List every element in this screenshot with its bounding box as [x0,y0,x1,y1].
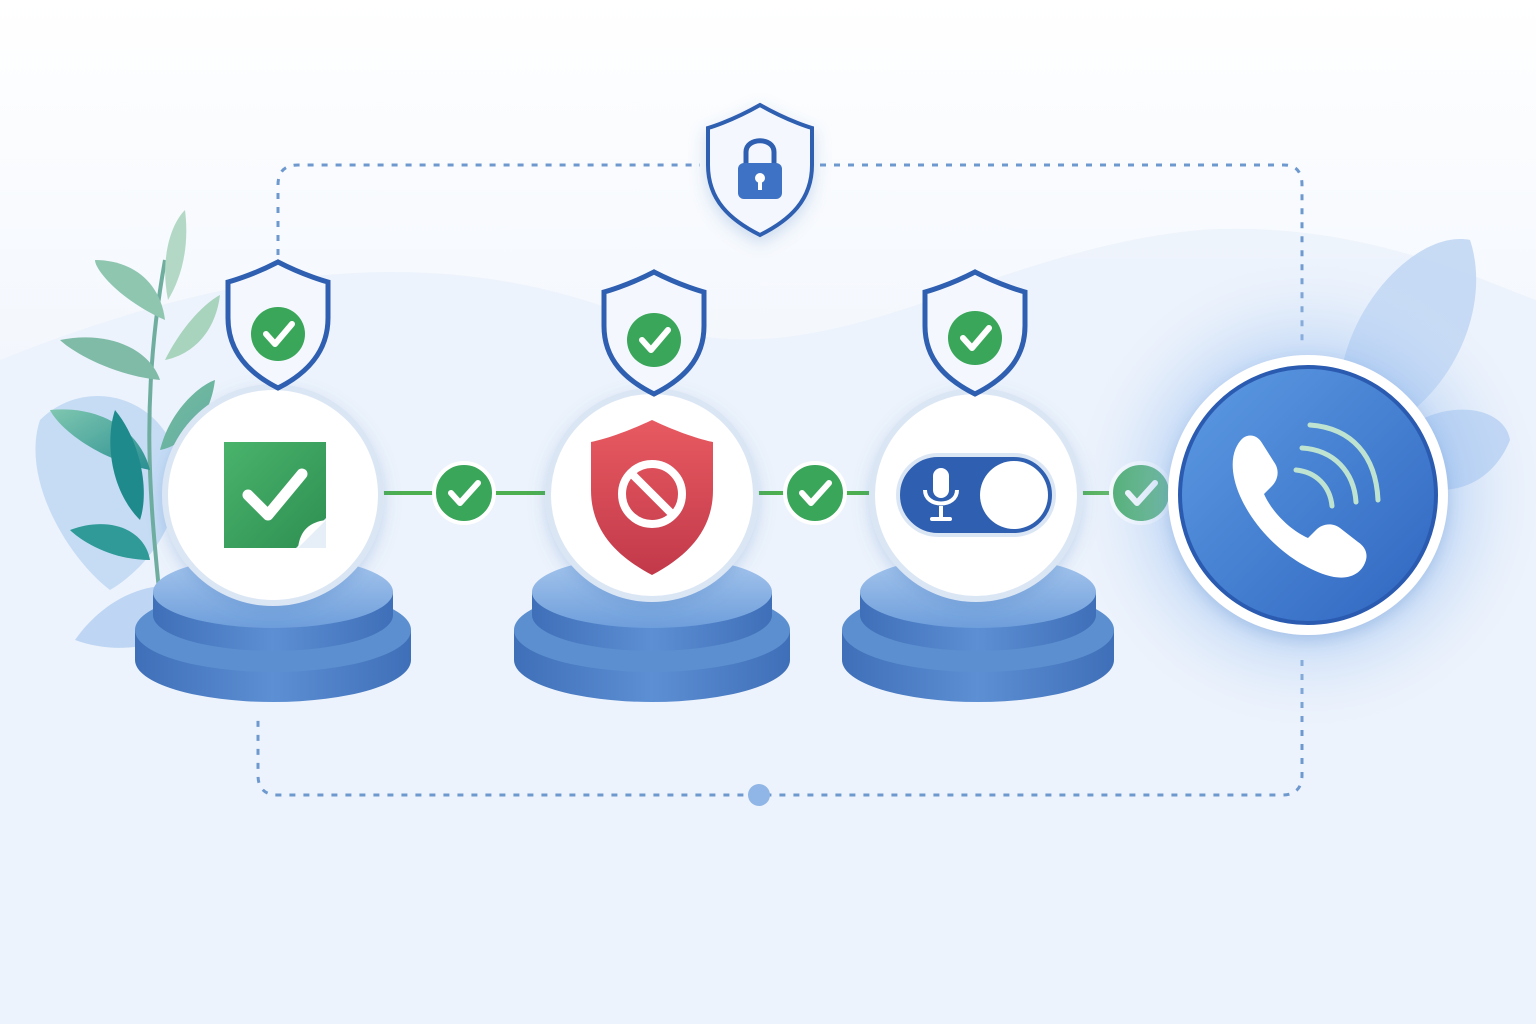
destination-phone [1073,260,1536,730]
dotted-loop-bottom [256,660,1304,797]
connector-1 [380,461,555,525]
dotted-loop-top-right [820,163,1304,345]
check-circle-icon [783,461,847,525]
dot-node-icon [748,784,770,806]
microphone-toggle-icon [896,453,1056,537]
shield-check-icon [601,269,707,397]
block-shield-icon [591,420,713,575]
step-spam-block [514,269,790,702]
shield-check-icon [922,269,1028,397]
step-verified [135,259,411,702]
padlock-shield-icon [706,102,814,238]
phone-call-icon [1232,422,1381,578]
document-check-icon [224,442,326,548]
dotted-loop-top-left [276,163,700,255]
shield-check-icon [225,259,331,391]
leaves-left-decoration [35,210,220,648]
pedestal [135,556,411,702]
connector-2 [755,461,875,525]
check-circle-icon [432,461,496,525]
step-mic-toggle [842,269,1114,702]
